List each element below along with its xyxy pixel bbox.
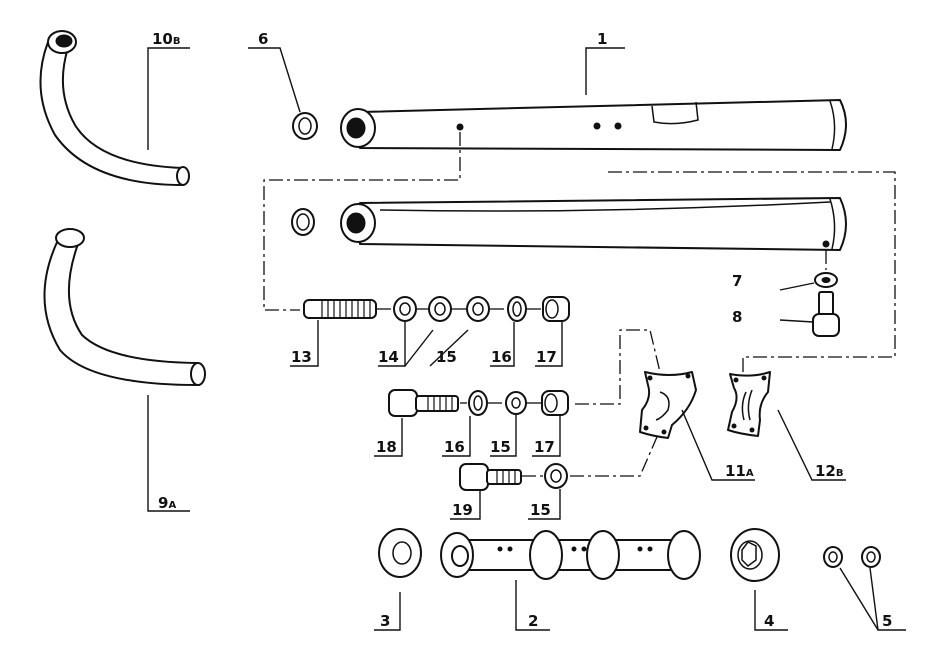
label-16-row2: 16 <box>444 438 465 456</box>
bracket-11a <box>639 371 697 439</box>
label-8: 8 <box>732 308 742 326</box>
bolt-18 <box>388 389 459 417</box>
washer-14 <box>393 296 417 322</box>
label-12: 12B <box>815 462 844 480</box>
bracket-12b <box>727 371 771 437</box>
stud-13 <box>303 299 377 319</box>
label-17-row1: 17 <box>536 348 557 366</box>
label-3: 3 <box>380 612 390 630</box>
ring-6-lower <box>291 208 315 236</box>
exhaust-pipe-9a <box>43 228 206 386</box>
split-washer-16-row1 <box>507 296 527 322</box>
label-18: 18 <box>376 438 397 456</box>
label-15-row3: 15 <box>530 501 551 519</box>
shaft-2 <box>440 530 701 580</box>
part-labels: 1 6 10B 9A 7 8 13 14 15 16 17 18 16 15 1… <box>152 30 892 630</box>
label-15-row2: 15 <box>490 438 511 456</box>
label-13: 13 <box>291 348 312 366</box>
label-14: 14 <box>378 348 399 366</box>
label-4: 4 <box>764 612 774 630</box>
silencer-1-bottom <box>340 197 847 251</box>
label-17-row2: 17 <box>534 438 555 456</box>
split-washer-16-row2 <box>468 390 488 416</box>
ring-3 <box>378 528 422 578</box>
bolt-19 <box>459 463 522 491</box>
label-19: 19 <box>452 501 473 519</box>
assembly-lines <box>263 132 896 477</box>
label-16-row1: 16 <box>491 348 512 366</box>
label-15-row1: 15 <box>436 348 457 366</box>
washer-7 <box>814 272 838 288</box>
label-5: 5 <box>882 612 892 630</box>
ring-6 <box>292 112 318 140</box>
label-6: 6 <box>258 30 268 48</box>
silencer-1-top <box>340 99 847 151</box>
label-7: 7 <box>732 272 742 290</box>
washer-15-row3 <box>544 463 568 489</box>
exhaust-pipe-10b <box>39 30 190 186</box>
nut-17-row2 <box>541 390 569 416</box>
label-10: 10B <box>152 30 181 48</box>
label-11: 11A <box>725 462 754 480</box>
cap-4 <box>730 528 780 582</box>
washer-15b-row1 <box>466 296 490 322</box>
nuts-5 <box>823 546 881 568</box>
washer-15-row2 <box>505 391 527 415</box>
leader-lines <box>147 47 906 631</box>
bolt-8 <box>812 291 840 337</box>
washer-15-row1 <box>428 296 452 322</box>
label-9: 9A <box>158 494 176 512</box>
label-2: 2 <box>528 612 538 630</box>
label-1: 1 <box>597 30 607 48</box>
nut-17-row1 <box>542 296 570 322</box>
